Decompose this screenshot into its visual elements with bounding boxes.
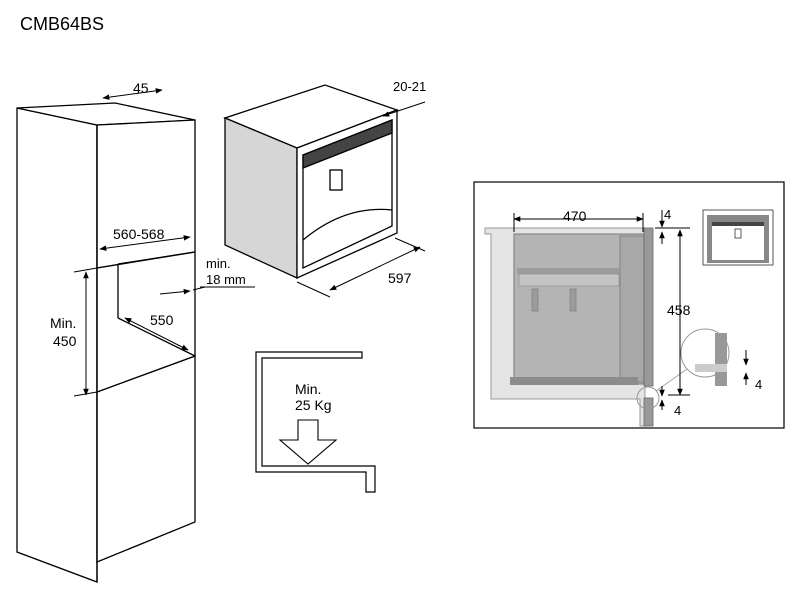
section-depth-label: 470 bbox=[563, 208, 587, 224]
bottom-gap-label: 4 bbox=[674, 403, 681, 418]
model-title: CMB64BS bbox=[20, 14, 105, 34]
section-height-label: 458 bbox=[667, 302, 691, 318]
appliance-dimensions bbox=[296, 101, 426, 298]
niche-depth-label: 550 bbox=[150, 312, 174, 328]
min-gap-label-2: 18 mm bbox=[206, 272, 246, 287]
cabinet-dimensions bbox=[73, 88, 255, 397]
niche-width-label: 560-568 bbox=[113, 226, 165, 242]
section-dimensions bbox=[513, 210, 749, 410]
tall-cabinet bbox=[16, 102, 196, 583]
top-gap-label: 4 bbox=[664, 207, 671, 222]
load-label-1: Min. bbox=[295, 381, 321, 397]
coffee-machine bbox=[223, 84, 399, 280]
appliance-width-label: 597 bbox=[388, 270, 412, 286]
depth-offset-label: 45 bbox=[133, 80, 149, 96]
load-label-2: 25 Kg bbox=[295, 397, 332, 413]
min-height-label-1: Min. bbox=[50, 315, 76, 331]
side-gap-label: 4 bbox=[755, 377, 762, 392]
min-height-label-2: 450 bbox=[53, 333, 77, 349]
min-gap-label-1: min. bbox=[206, 256, 231, 271]
section-detail bbox=[473, 181, 785, 429]
front-overhang-label: 20-21 bbox=[393, 79, 426, 94]
support-shelf bbox=[255, 351, 376, 493]
